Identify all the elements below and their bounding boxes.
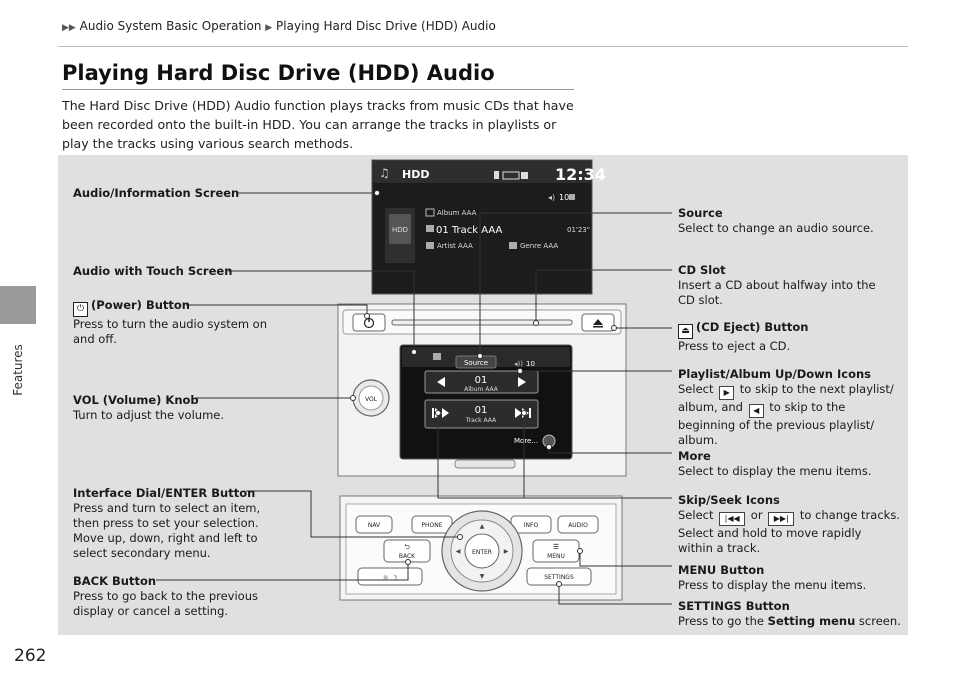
track-icon <box>426 225 434 232</box>
skip-back-icon: |◀◀ <box>719 512 746 526</box>
cd-slot[interactable] <box>391 319 573 326</box>
vol-knob-label: VOL <box>365 396 378 403</box>
power-icon: ⏻ <box>73 302 88 317</box>
label-more: More Select to display the menu items. <box>678 449 872 478</box>
nav-button-label: NAV <box>368 522 381 529</box>
audio-information-screen: ♫ HDD 12:34 ◂) 10 HDD Album AAA 01 Track… <box>371 159 606 295</box>
callout-lines <box>156 192 672 605</box>
title-divider <box>62 89 574 90</box>
breadcrumb-item[interactable]: Audio System Basic Operation <box>79 19 262 33</box>
header-divider <box>58 46 908 47</box>
breadcrumb-arrow-icon: ▶ <box>265 23 273 33</box>
screen-source: HDD <box>402 168 429 181</box>
menu-button-label: MENU <box>547 553 565 560</box>
album-next-icon[interactable] <box>518 377 526 387</box>
volume-bar <box>569 194 575 200</box>
label-cd-eject: ⏏(CD Eject) Button Press to eject a CD. <box>678 320 809 353</box>
screen-clock: 12:34 <box>555 165 606 184</box>
back-icon: ⮌ <box>404 543 410 551</box>
head-unit: Source ◂)) 10 01 Album AAA 01 Track AAA … <box>337 303 627 477</box>
touch-track: Track AAA <box>465 417 497 424</box>
label-settings-button: SETTINGS Button Press to go the Setting … <box>678 599 901 628</box>
more-button[interactable]: More... <box>514 437 538 445</box>
eject-icon <box>593 319 603 325</box>
breadcrumb-item[interactable]: Playing Hard Disc Drive (HDD) Audio <box>276 19 496 33</box>
dial-left-icon: ◀ <box>456 548 461 555</box>
label-cd-slot: CD Slot Insert a CD about halfway into t… <box>678 263 876 307</box>
label-menu-button: MENU Button Press to display the menu it… <box>678 563 867 592</box>
genre-icon <box>509 242 517 249</box>
status-icons <box>494 171 528 180</box>
breadcrumb-arrow-icon: ▶▶ <box>62 23 76 33</box>
menu-icon: ☰ <box>553 543 559 551</box>
screen-volume: 10 <box>559 193 569 202</box>
label-vol-knob: VOL (Volume) Knob Turn to adjust the vol… <box>73 393 225 422</box>
source-button-label: Source <box>464 359 488 367</box>
dial-down-icon: ▼ <box>480 573 485 580</box>
info-button-label: INFO <box>524 522 539 529</box>
screen-artist: Artist AAA <box>437 242 473 250</box>
label-interface-dial: Interface Dial/ENTER Button Press and tu… <box>73 486 261 560</box>
album-selector <box>424 370 539 394</box>
dial-right-icon: ▶ <box>504 548 509 555</box>
label-power-button: ⏻(Power) Button Press to turn the audio … <box>73 298 267 346</box>
page-number: 262 <box>14 646 47 666</box>
label-back-button: BACK Button Press to go back to the prev… <box>73 574 258 618</box>
touch-speaker-icon: ◂)) <box>514 360 523 368</box>
enter-button-label: ENTER <box>472 549 492 556</box>
label-skip-seek: Skip/Seek Icons Select |◀◀ or ▶▶| to cha… <box>678 493 900 555</box>
screen-track: 01 Track AAA <box>436 225 502 236</box>
previous-icon: ◀ <box>748 404 764 418</box>
day-night-icon: ☼ ☽ <box>383 574 398 582</box>
speaker-icon: ◂) <box>548 193 555 202</box>
screen-time: 01'23" <box>567 226 590 234</box>
screen-genre: Genre AAA <box>520 242 558 250</box>
callout-dots <box>350 190 617 587</box>
album-previous-icon[interactable] <box>437 377 445 387</box>
audio-button-label: AUDIO <box>568 522 588 529</box>
breadcrumb: ▶▶ Audio System Basic Operation ▶ Playin… <box>62 19 496 33</box>
back-button-label: BACK <box>399 553 416 560</box>
dial-up-icon: ▲ <box>480 523 485 530</box>
settings-button-label: SETTINGS <box>544 574 574 581</box>
section-tab <box>0 286 36 324</box>
skip-forward-icon: ▶▶| <box>768 512 795 526</box>
intro-paragraph: The Hard Disc Drive (HDD) Audio function… <box>62 98 574 151</box>
touch-album: Album AAA <box>464 386 499 393</box>
album-icon <box>425 208 435 217</box>
day-night-button[interactable] <box>357 567 423 586</box>
nav-button[interactable] <box>355 515 393 534</box>
album-number: 01 <box>475 375 488 386</box>
track-selector <box>424 399 539 429</box>
track-number: 01 <box>475 405 488 416</box>
label-audio-touch-screen: Audio with Touch Screen <box>73 264 233 278</box>
screen-album: Album AAA <box>437 209 477 217</box>
eject-icon: ⏏ <box>678 324 693 339</box>
label-playlist-icons: Playlist/Album Up/Down Icons Select ▶ to… <box>678 367 894 447</box>
label-audio-info-screen: Audio/Information Screen <box>73 186 240 200</box>
source-button[interactable] <box>455 355 497 369</box>
touch-volume: 10 <box>526 360 535 368</box>
label-source: Source Select to change an audio source. <box>678 206 874 235</box>
enter-button[interactable] <box>464 533 500 569</box>
screen-menu-icon <box>433 353 441 360</box>
audio-button[interactable] <box>557 515 599 534</box>
next-icon: ▶ <box>719 386 735 400</box>
control-panel: NAV PHONE INFO AUDIO ⮌ BACK ☰ MENU ☼ ☽ S… <box>339 495 623 601</box>
phone-button-label: PHONE <box>421 522 442 529</box>
music-note-icon: ♫ <box>379 166 390 180</box>
album-art-label: HDD <box>392 226 408 234</box>
artist-icon <box>426 242 434 249</box>
page-title: Playing Hard Disc Drive (HDD) Audio <box>62 61 495 85</box>
